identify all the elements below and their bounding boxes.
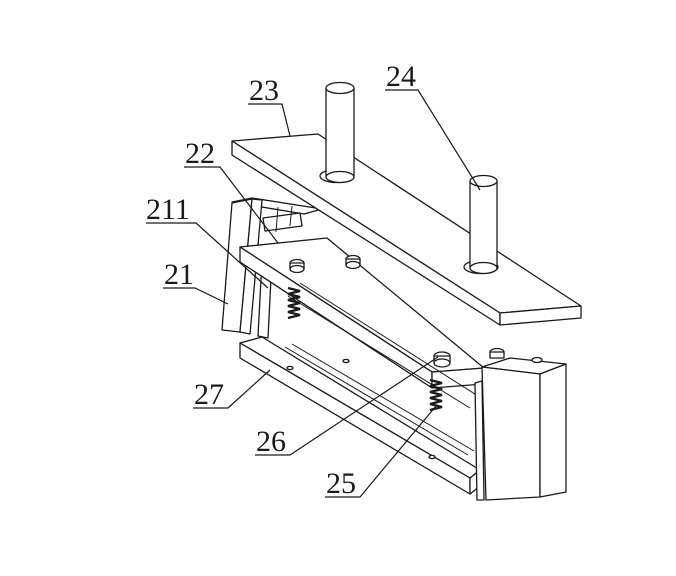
bottom-base-plate (239, 336, 481, 495)
guide-post-left (325, 81, 355, 184)
leader-27 (193, 369, 271, 409)
guide-post-right (469, 174, 498, 275)
label-211: 211 (146, 193, 190, 226)
top-plate (231, 133, 582, 326)
leader-26 (255, 356, 439, 456)
leader-23 (248, 103, 291, 137)
spring-right (429, 378, 443, 412)
leader-24 (385, 89, 481, 191)
label-26: 26 (256, 425, 286, 458)
spring-left (287, 286, 301, 320)
middle-plate (239, 237, 505, 409)
leader-21 (163, 287, 229, 305)
label-22: 22 (185, 137, 215, 170)
label-24: 24 (386, 60, 416, 93)
label-25: 25 (326, 467, 356, 500)
leader-211 (146, 222, 269, 289)
label-23: 23 (249, 74, 279, 107)
leader-25 (325, 405, 437, 498)
label-21: 21 (164, 258, 194, 291)
label-27: 27 (194, 378, 224, 411)
leader-22 (184, 166, 279, 244)
right-end-block (474, 356, 567, 501)
